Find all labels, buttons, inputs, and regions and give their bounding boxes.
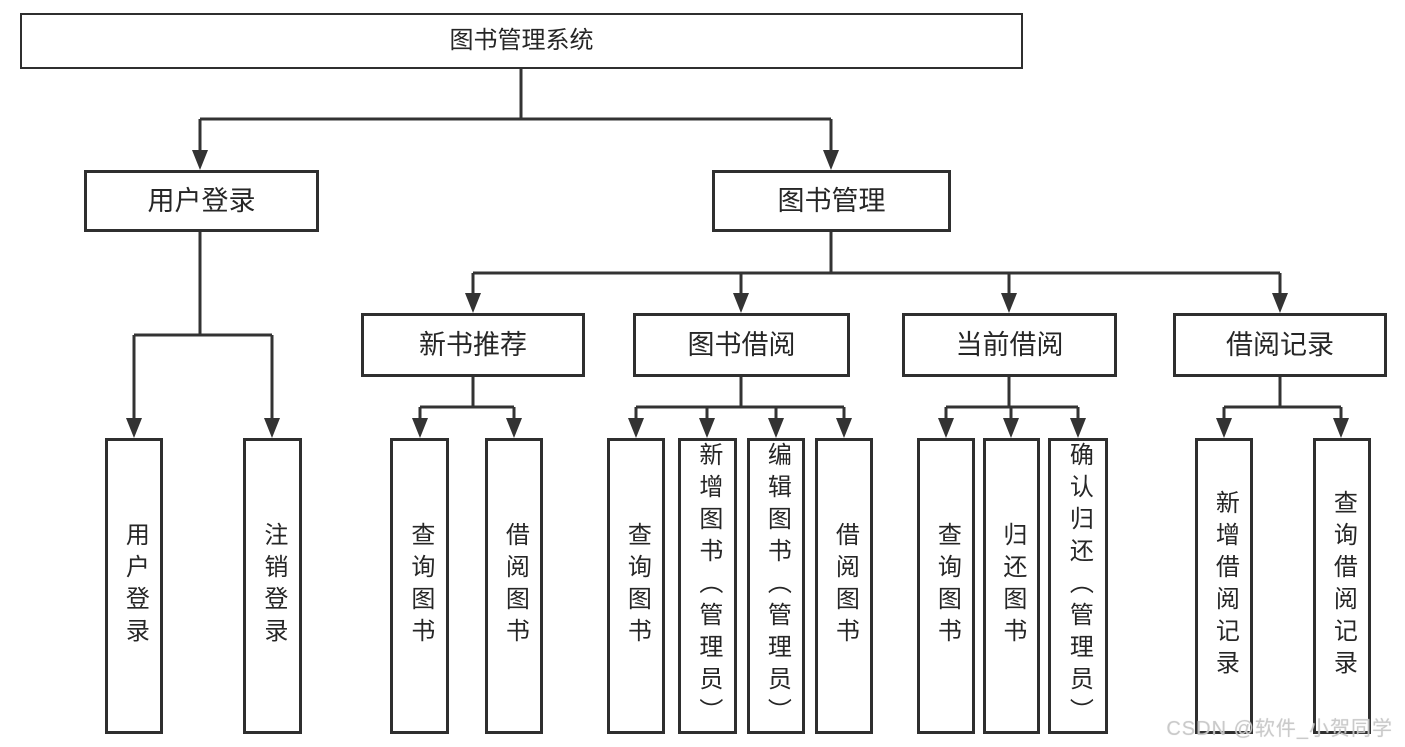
node-borrow-record: 借阅记录 — [1173, 313, 1387, 377]
csdn-watermark: CSDN @软件_小贺同学 — [1166, 718, 1393, 740]
arrowheads — [126, 150, 1349, 438]
leaf-label: 编辑图书（管理员） — [763, 442, 791, 730]
node-current-borrow: 当前借阅 — [902, 313, 1117, 377]
leaf-label: 借阅图书 — [831, 522, 859, 650]
leaf-query-books-2: 查询图书 — [607, 438, 665, 734]
node-book-borrow: 图书借阅 — [633, 313, 850, 377]
leaf-label: 归还图书 — [998, 522, 1026, 650]
leaf-add-book-admin: 新增图书（管理员） — [678, 438, 737, 734]
node-book-management: 图书管理 — [712, 170, 951, 232]
leaf-user-login: 用户登录 — [105, 438, 163, 734]
leaf-add-borrow-record: 新增借阅记录 — [1195, 438, 1253, 734]
node-library-management-system: 图书管理系统 — [20, 13, 1023, 69]
leaf-label: 注销登录 — [259, 522, 287, 650]
leaf-label: 查询图书 — [623, 522, 651, 650]
leaf-query-books-1: 查询图书 — [390, 438, 449, 734]
leaf-label: 新增图书（管理员） — [694, 442, 722, 730]
leaf-label: 借阅图书 — [501, 522, 529, 650]
leaf-label: 确认归还（管理员） — [1065, 442, 1093, 730]
node-user-login: 用户登录 — [84, 170, 319, 232]
leaf-label: 查询图书 — [406, 522, 434, 650]
leaf-confirm-return-admin: 确认归还（管理员） — [1048, 438, 1108, 734]
leaf-return-book: 归还图书 — [983, 438, 1040, 734]
leaf-query-borrow-record: 查询借阅记录 — [1313, 438, 1371, 734]
leaf-edit-book-admin: 编辑图书（管理员） — [747, 438, 805, 734]
leaf-label: 查询借阅记录 — [1329, 490, 1357, 682]
leaf-borrow-books-1: 借阅图书 — [485, 438, 543, 734]
leaf-query-books-3: 查询图书 — [917, 438, 975, 734]
node-new-book-recommend: 新书推荐 — [361, 313, 585, 377]
leaf-borrow-books-2: 借阅图书 — [815, 438, 873, 734]
leaf-logout: 注销登录 — [243, 438, 302, 734]
leaf-label: 新增借阅记录 — [1211, 490, 1239, 682]
leaf-label: 用户登录 — [121, 522, 149, 650]
leaf-label: 查询图书 — [933, 522, 961, 650]
